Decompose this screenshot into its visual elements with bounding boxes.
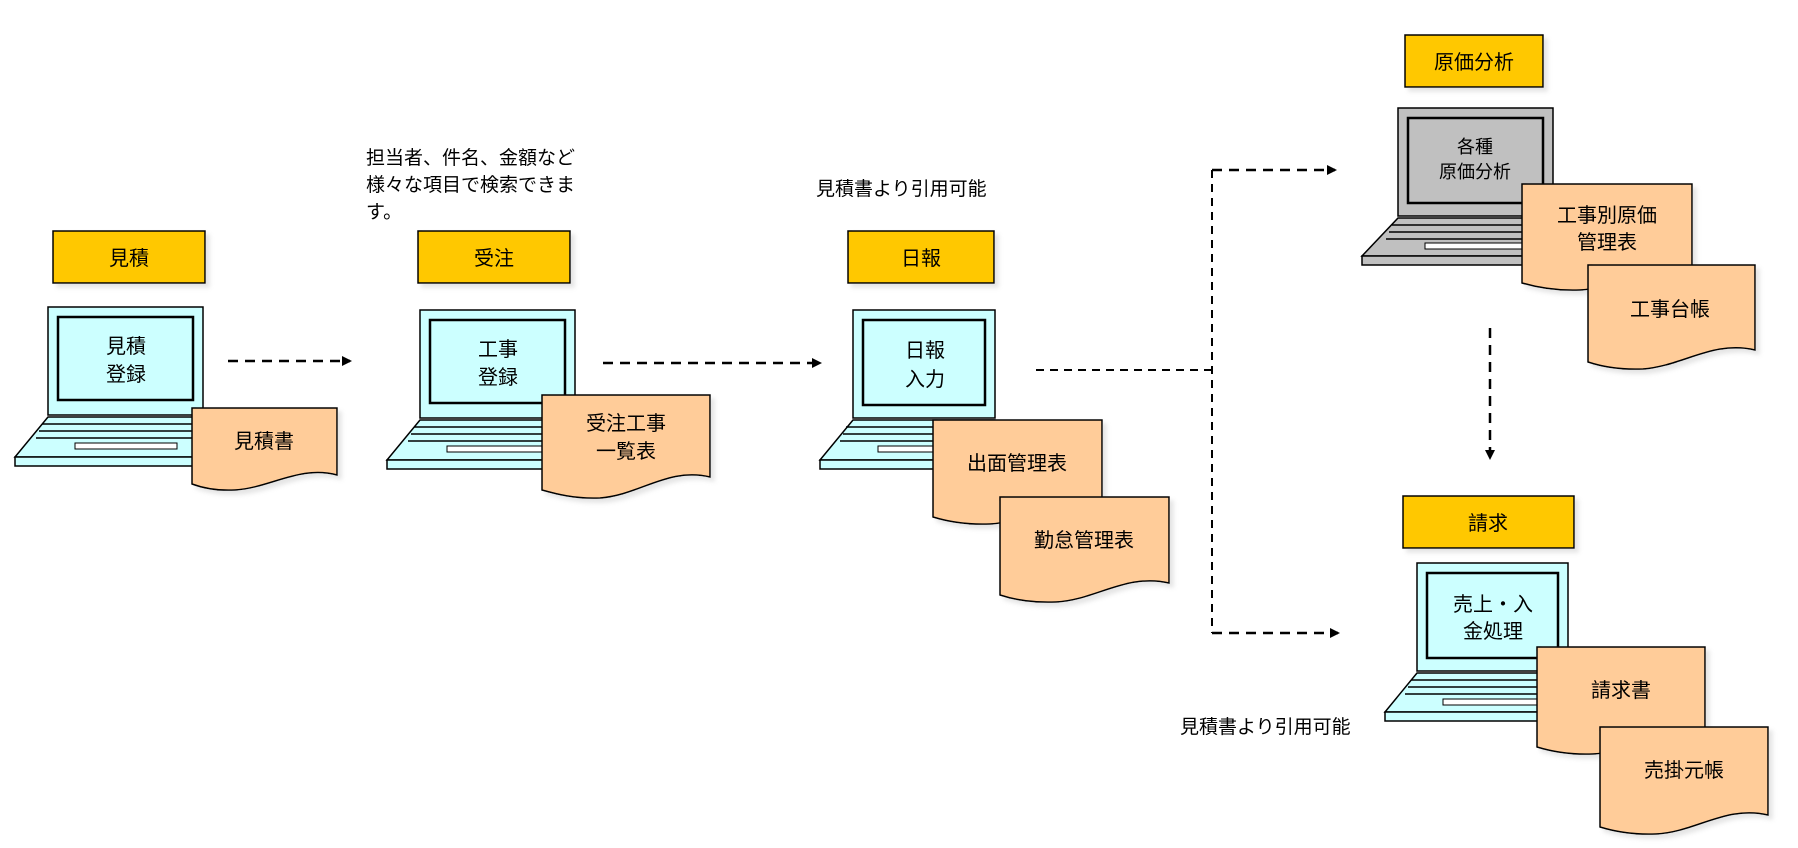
stage-label-box [1402, 495, 1575, 549]
note-quote-seikyu: 見積書より引用可能 [1180, 716, 1351, 738]
document-label: 勤怠管理表 [1034, 528, 1134, 552]
document-label: 見積書 [234, 429, 294, 453]
stage-label-box [417, 230, 571, 284]
document-label: 工事台帳 [1630, 297, 1710, 321]
document-label-line2: 一覧表 [596, 439, 656, 463]
screen-text-line2: 原価分析 [1439, 162, 1511, 183]
stage-genka: 原価分析 各種 原価分析 工事別原価 管理表 工事台帳 [1360, 34, 1756, 370]
stage-label-box [847, 230, 995, 284]
stage-seikyu: 請求 売上・入 金処理 請求書 売掛元帳 [1383, 495, 1769, 835]
screen-text-line1: 売上・入 [1453, 592, 1533, 616]
screen-text-line1: 各種 [1457, 137, 1493, 158]
document-label: 売掛元帳 [1644, 758, 1724, 782]
document-icon [1587, 264, 1756, 370]
document-label-line2: 管理表 [1577, 230, 1637, 254]
screen-text-line2: 登録 [106, 362, 146, 386]
document-icon [191, 407, 338, 491]
laptop-icon [385, 309, 589, 470]
stage-mitsumori: 見積 見積 登録 見積書 [13, 230, 338, 491]
screen-text-line1: 日報 [905, 338, 945, 362]
laptop-icon [818, 309, 1006, 470]
screen-text-line2: 金処理 [1463, 619, 1523, 643]
stage-label: 受注 [474, 246, 514, 270]
stage-label: 原価分析 [1434, 50, 1514, 74]
document-label-line1: 工事別原価 [1557, 203, 1657, 227]
stage-label: 請求 [1468, 511, 1508, 535]
connectors [228, 165, 1495, 638]
screen-text-line2: 入力 [905, 367, 945, 391]
document-icon [1599, 726, 1769, 835]
note-search-line3: す。 [366, 201, 402, 223]
screen-text-line1: 見積 [106, 334, 146, 358]
stage-label: 日報 [901, 246, 941, 270]
stage-nippo: 日報 日報 入力 出面管理表 勤怠管理表 [818, 230, 1170, 603]
screen-text-line1: 工事 [478, 337, 518, 361]
document-label-line1: 受注工事 [586, 411, 666, 435]
laptop-icon [1360, 107, 1567, 266]
note-search-line1: 担当者、件名、金額など [366, 147, 575, 169]
document-icon [541, 394, 711, 499]
document-label: 請求書 [1591, 678, 1651, 702]
screen-text-line2: 登録 [478, 365, 518, 389]
stage-label-box [52, 230, 206, 284]
document-label: 出面管理表 [967, 451, 1067, 475]
stage-label-box [1404, 34, 1544, 88]
note-quote-nippo: 見積書より引用可能 [816, 178, 987, 200]
document-icon [999, 496, 1170, 603]
laptop-icon [13, 306, 217, 467]
stage-label: 見積 [109, 246, 149, 270]
stage-juchu: 受注 工事 登録 受注工事 一覧表 [385, 230, 711, 499]
notes: 担当者、件名、金額など 様々な項目で検索できま す。 見積書より引用可能 見積書… [366, 147, 1351, 738]
note-search-line2: 様々な項目で検索できま [366, 174, 575, 196]
